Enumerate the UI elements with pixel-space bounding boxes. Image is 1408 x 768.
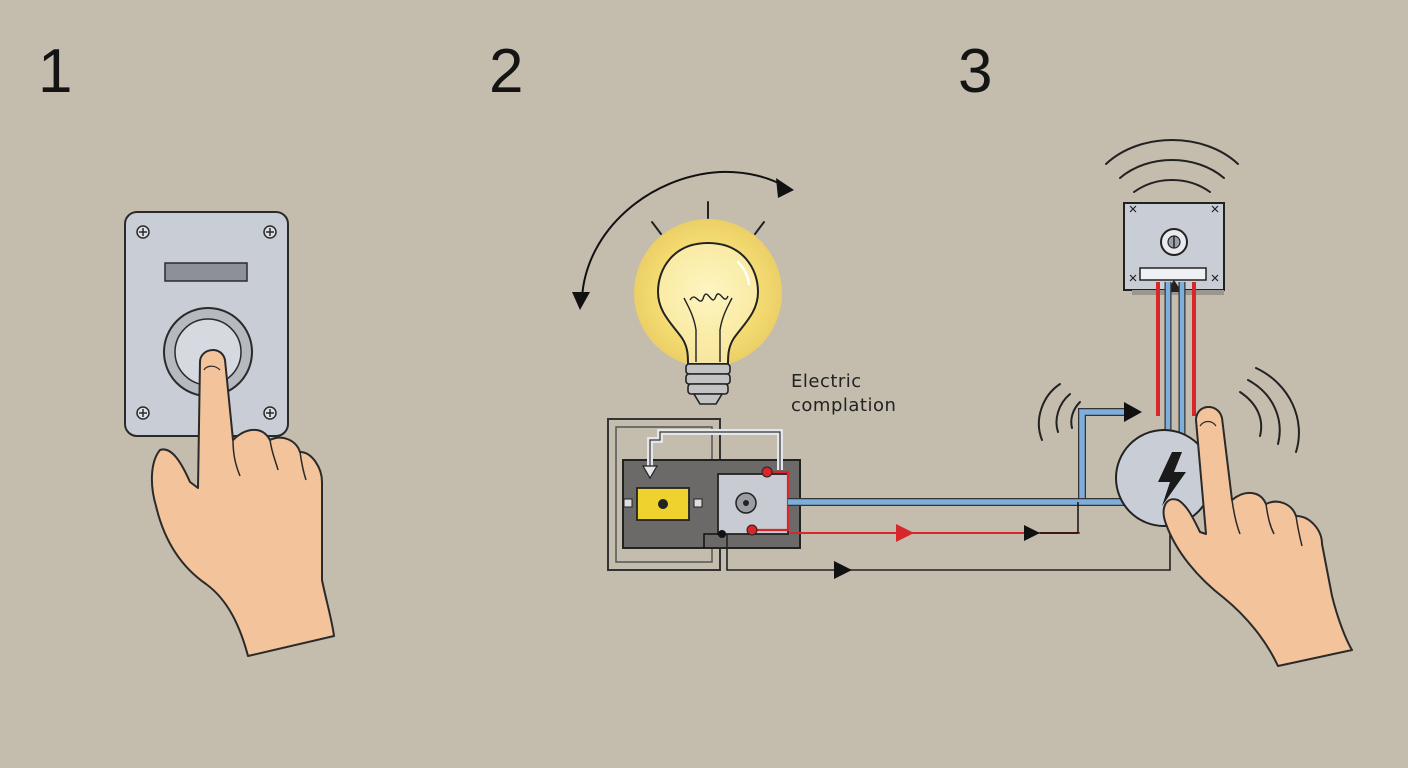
annotation-line-1: Electric — [791, 371, 862, 392]
step-number-1: 1 — [38, 37, 72, 106]
red-wire — [790, 502, 1080, 542]
hand-icon — [150, 349, 335, 657]
rotation-arrow-icon — [572, 170, 794, 310]
chime-box — [1123, 202, 1225, 295]
light-bulb-icon — [634, 201, 782, 405]
lightning-bolt-icon — [1158, 452, 1186, 506]
chime-wires — [1156, 282, 1196, 440]
control-box — [607, 418, 801, 571]
step-number-3: 3 — [958, 37, 992, 106]
sound-waves-icon — [1037, 139, 1300, 453]
hand-icon-step-3 — [1162, 406, 1353, 667]
blue-wire — [788, 402, 1142, 506]
return-wire — [726, 520, 1171, 579]
step-number-2: 2 — [489, 37, 523, 106]
annotation-line-2: complation — [791, 395, 896, 416]
